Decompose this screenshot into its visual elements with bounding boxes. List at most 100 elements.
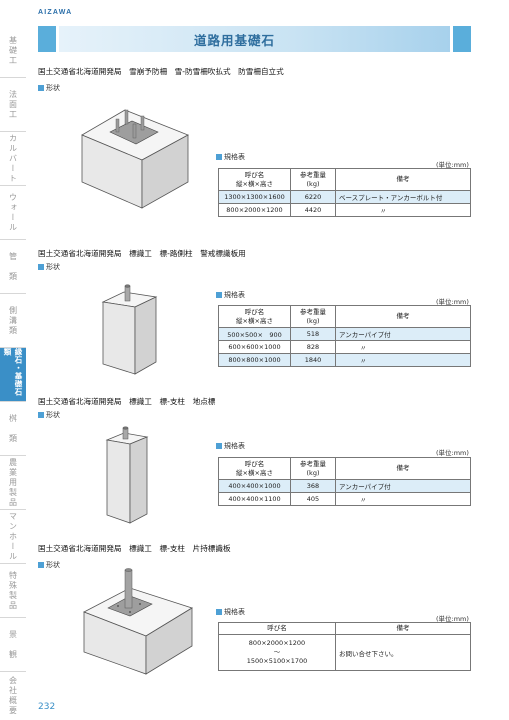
cell-weight: 1840 [290,353,336,367]
cell-name: 400×400×1000 [218,479,291,493]
tab-label: 管 類 [8,251,18,282]
shape-label: 形状 [46,263,60,271]
tab-wall[interactable]: ウォール [0,186,26,240]
name-range-end: 1500×5100×1700 [246,656,308,665]
tab-label: 特殊製品 [8,570,18,611]
cell-note: アンカーパイプ付 [335,479,471,493]
cell-weight: 828 [290,340,336,354]
shape-heading: 形状 [38,262,60,272]
unit-label: (単位:mm) [436,161,469,169]
tab-label: カルバート [8,133,18,184]
tab-pipes[interactable]: 管 類 [0,240,26,294]
header-text: 参考重量 (kg) [300,460,326,477]
tab-landscape[interactable]: 景 観 [0,618,26,672]
header-text: 呼び名 縦×横×高さ [236,171,273,188]
category-sidebar: 基礎工 法面工 カルバート ウォール 管 類 側溝類 縁石・基礎石類 桝 類 農… [0,24,26,720]
table-row: 800×800×1000 1840 〃 [218,353,471,367]
page-number: 232 [38,702,56,712]
cell-weight: 518 [290,327,336,341]
header-text: 呼び名 縦×横×高さ [236,308,273,325]
shape-label: 形状 [46,84,60,92]
unit-label: (単位:mm) [436,615,469,623]
cell-name: 500×500× 900 [218,327,291,341]
section-heading: 国土交通省北海道開発局 標識工 標-支柱 地点標 [38,397,216,406]
cell-weight: 405 [290,492,336,506]
brand-logo: AIZAWA [38,9,73,16]
col-header-name: 呼び名 縦×横×高さ [218,305,291,328]
tab-gutter[interactable]: 側溝類 [0,294,26,348]
header-text: 参考重量 (kg) [300,308,326,325]
cell-note: アンカーパイプ付 [335,327,471,341]
banner-accent-right [453,26,471,52]
table-row: 500×500× 900 518 アンカーパイプ付 [218,327,471,341]
col-header-note: 備考 [335,457,471,480]
bullet-square-icon [216,609,222,615]
tab-label: 桝 類 [8,413,18,444]
cell-weight: 6220 [290,190,336,204]
col-header-name: 呼び名 縦×横×高さ [218,168,291,191]
title-banner: 道路用基礎石 [38,26,471,52]
foundation-block-with-anchor-bolts-drawing [81,109,189,209]
spec-heading: 規格表 [216,152,245,162]
col-header-note: 備考 [335,168,471,191]
col-header-name: 呼び名 縦×横×高さ [218,457,291,480]
bullet-square-icon [38,264,44,270]
table-row: 1300×1300×1600 6220 ベースプレート・アンカーボルト付 [218,190,471,204]
tab-label: 農業用製品 [8,457,18,508]
shape-heading: 形状 [38,560,60,570]
spec-heading: 規格表 [216,607,245,617]
shape-label: 形状 [46,411,60,419]
table-row: 400×400×1100 405 〃 [218,492,471,506]
cell-name: 800×800×1000 [218,353,291,367]
col-header-weight: 参考重量 (kg) [290,168,336,191]
spec-table: 呼び名 備考 800×2000×1200 〜 1500×5100×1700 お問… [218,622,471,671]
col-header-note: 備考 [335,305,471,328]
cell-note: 〃 [335,492,471,506]
tab-culvert[interactable]: カルバート [0,132,26,186]
tab-label: 側溝類 [8,305,18,336]
spec-table: 呼び名 縦×横×高さ 参考重量 (kg) 備考 400×400×1000 368… [218,457,471,506]
unit-label: (単位:mm) [436,449,469,457]
tab-label: ウォール [8,192,18,233]
cell-name: 800×2000×1200 [218,203,291,217]
shape-heading: 形状 [38,410,60,420]
cell-note: ベースプレート・アンカーボルト付 [335,190,471,204]
unit-label: (単位:mm) [436,298,469,306]
cell-name: 400×400×1100 [218,492,291,506]
spec-label: 規格表 [224,291,245,299]
cell-name: 1300×1300×1600 [218,190,291,204]
spec-label: 規格表 [224,442,245,450]
banner-body: 道路用基礎石 [59,26,450,52]
cell-name: 800×2000×1200 〜 1500×5100×1700 [218,634,336,671]
bullet-square-icon [216,443,222,449]
cantilever-sign-foundation-drawing [83,568,193,675]
bullet-square-icon [38,412,44,418]
spec-label: 規格表 [224,608,245,616]
tab-basin[interactable]: 桝 類 [0,402,26,456]
marker-post-foundation-drawing [105,426,149,524]
table-row: 600×600×1000 828 〃 [218,340,471,354]
roadside-post-foundation-drawing [101,284,158,375]
table-row: 800×2000×1200 〜 1500×5100×1700 お問い合せ下さい。 [218,634,471,671]
name-range-start: 800×2000×1200 [248,639,306,648]
tab-manhole[interactable]: マンホール [0,510,26,564]
tab-slope[interactable]: 法面工 [0,78,26,132]
tab-curbstone-active[interactable]: 縁石・基礎石類 [0,348,26,402]
cell-note: 〃 [335,340,471,354]
col-header-note: 備考 [335,622,471,635]
header-text: 参考重量 (kg) [300,171,326,188]
section-heading: 国土交通省北海道開発局 標識工 標-路側柱 警戒標識板用 [38,249,246,258]
spec-table: 呼び名 縦×横×高さ 参考重量 (kg) 備考 1300×1300×1600 6… [218,168,471,217]
table-row: 800×2000×1200 4420 〃 [218,203,471,217]
tab-special[interactable]: 特殊製品 [0,564,26,618]
tab-label: マンホール [8,511,18,562]
cell-weight: 368 [290,479,336,493]
tab-foundation[interactable]: 基礎工 [0,24,26,78]
banner-accent-left [38,26,56,52]
bullet-square-icon [38,85,44,91]
cell-note: お問い合せ下さい。 [335,634,471,671]
tab-agriculture[interactable]: 農業用製品 [0,456,26,510]
cell-name: 600×600×1000 [218,340,291,354]
tab-company[interactable]: 会社概要 [0,672,26,720]
bullet-square-icon [216,154,222,160]
